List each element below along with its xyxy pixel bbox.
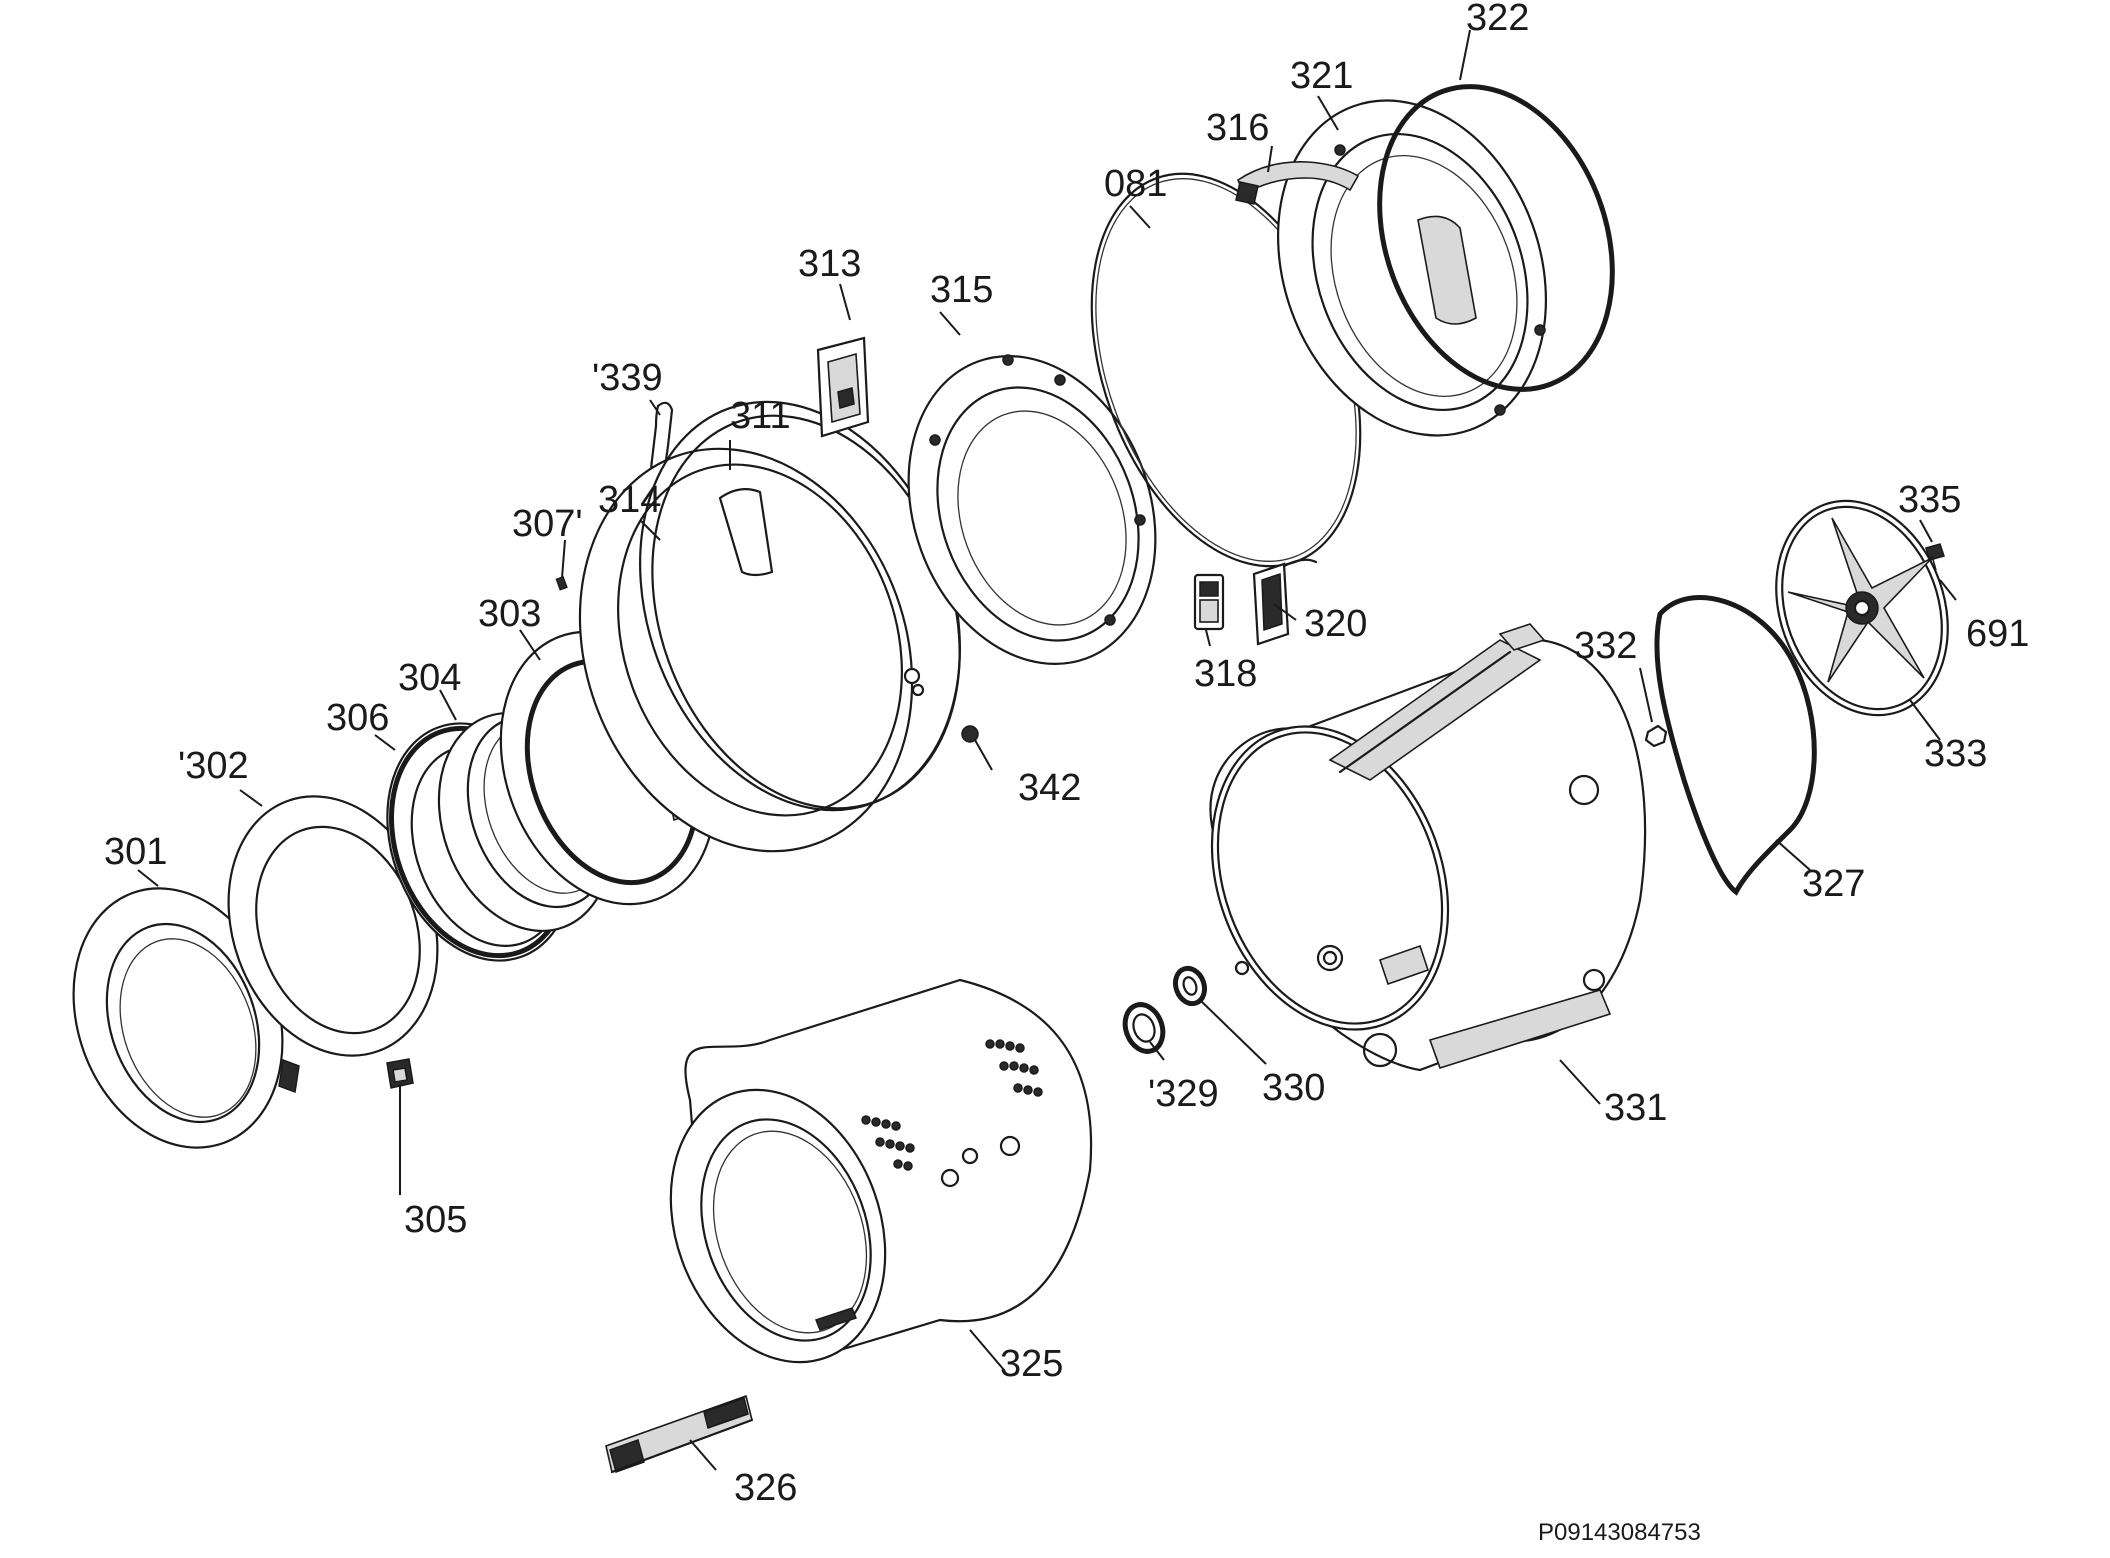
part-320-heater [1252, 558, 1318, 646]
part-327-rear-gasket [1654, 595, 1817, 896]
callout-335: 335 [1898, 479, 1961, 521]
callout-081: 081 [1104, 163, 1167, 205]
callout-316: 316 [1206, 107, 1269, 149]
callout-342: 342 [1018, 767, 1081, 809]
part-325-drum [669, 978, 1093, 1364]
leader-lines [137, 29, 1957, 1471]
callout-311: 311 [730, 395, 791, 437]
part-315-front-flange [907, 354, 1157, 665]
part-318-sensor [1193, 573, 1225, 631]
callout-307: 307' [512, 503, 583, 545]
drum-perforations [861, 1039, 1043, 1171]
callout-313: 313 [798, 243, 861, 285]
callout-332: 332 [1574, 625, 1637, 667]
part-307-screw [555, 575, 568, 591]
part-314-front-panel-ring [578, 447, 925, 853]
callout-314: 314 [598, 479, 661, 521]
part-329-shaft-seal [1122, 1002, 1166, 1054]
callout-327: 327 [1802, 863, 1865, 905]
callout-315: 315 [930, 269, 993, 311]
part-330-bearing [1172, 965, 1208, 1007]
callout-326: 326 [734, 1467, 797, 1509]
callout-303: 303 [478, 593, 541, 635]
callout-321: 321 [1290, 55, 1353, 97]
callout-325: 325 [1000, 1343, 1063, 1385]
callout-333: 333 [1924, 733, 1987, 775]
callout-305: 305 [404, 1199, 467, 1241]
part-322-rear-seal [1377, 84, 1615, 392]
callout-306: 306 [326, 697, 389, 739]
part-331-tub [1209, 623, 1647, 1072]
part-333-drum-spider [1775, 499, 1949, 717]
document-id: P09143084753 [1538, 1519, 1701, 1546]
part-335-screw [1925, 543, 1945, 571]
callout-330: 330 [1262, 1067, 1325, 1109]
part-321-rear-tub-frame [1277, 99, 1547, 437]
callout-691: 691 [1966, 613, 2029, 655]
part-342-clip [961, 725, 979, 743]
callout-labels: 301 '302 303 304 305 306 307' 311 313 31… [104, 0, 2029, 1509]
callout-329: '329 [1148, 1073, 1219, 1115]
callout-318: 318 [1194, 653, 1257, 695]
callout-322: 322 [1466, 0, 1529, 39]
part-332-small-seal [1644, 724, 1668, 748]
callout-339: '339 [592, 357, 663, 399]
part-305-door-hinge [386, 1058, 414, 1089]
part-326-lifter [605, 1394, 754, 1474]
callout-302: '302 [178, 745, 249, 787]
callout-301: 301 [104, 831, 167, 873]
part-313-bracket [816, 336, 870, 438]
callout-331: 331 [1604, 1087, 1667, 1129]
callout-320: 320 [1304, 603, 1367, 645]
callout-304: 304 [398, 657, 461, 699]
